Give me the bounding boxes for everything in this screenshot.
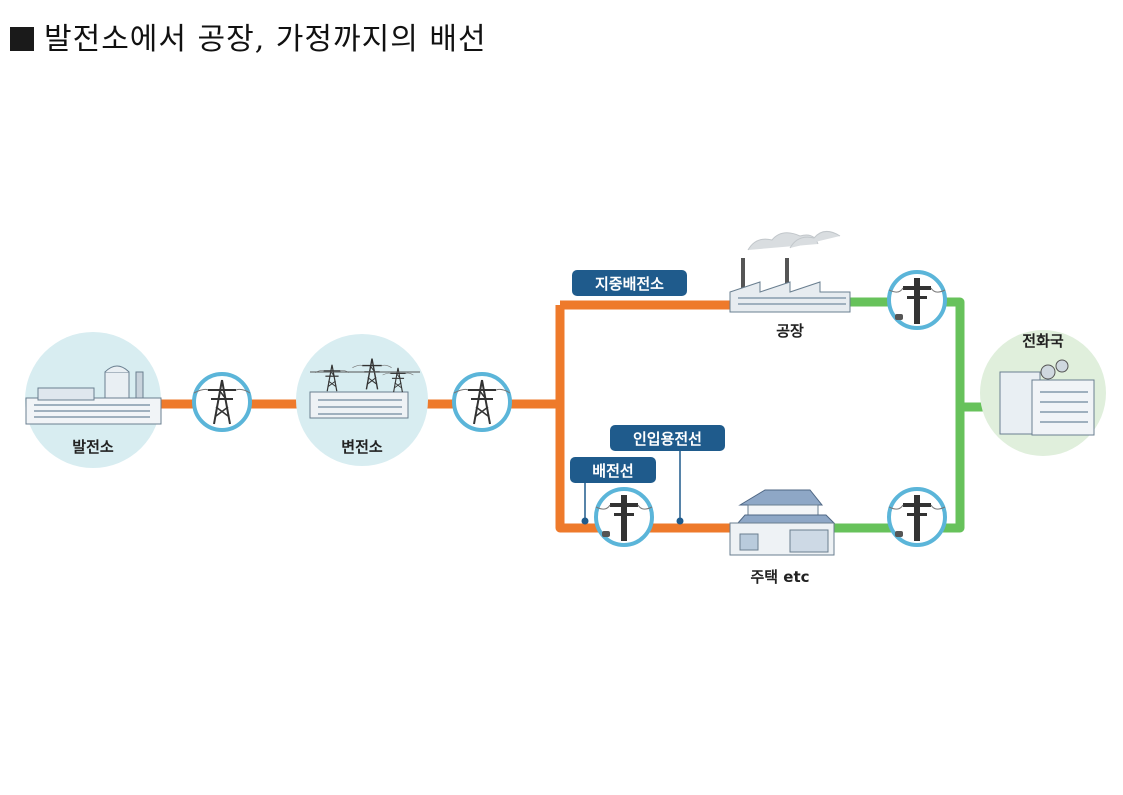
page-title: 발전소에서 공장, 가정까지의 배선 [10,14,487,58]
transmission-tower-1 [192,372,252,432]
wire-telecom-loop [825,297,965,533]
title-square-icon [10,27,34,51]
tag-distribution: 배전선 [570,457,656,525]
house-label: 주택 etc [750,568,809,586]
tag-service-line-text: 인입용전선 [633,430,702,448]
utility-pole-house [887,487,947,547]
factory-label: 공장 [776,322,804,340]
telecom-node: 전화국 [980,330,1106,456]
power-plant-node: 발전소 [25,332,162,468]
tag-underground-text: 지중배전소 [595,275,664,293]
tag-underground: 지중배전소 [572,270,687,296]
telecom-label: 전화국 [1022,332,1064,350]
substation-label: 변전소 [341,438,383,456]
house-node: 주택 etc [729,489,836,586]
factory-node: 공장 [729,231,851,340]
transmission-tower-2 [452,372,512,432]
utility-pole-factory [887,270,947,330]
utility-pole-distribution [594,487,654,547]
tag-distribution-text: 배전선 [592,462,633,480]
tag-service-line: 인입용전선 [610,425,725,525]
wire-to-house [555,305,745,533]
page-title-text: 발전소에서 공장, 가정까지의 배선 [44,22,487,57]
power-plant-label: 발전소 [72,438,114,456]
substation-node: 변전소 [296,334,428,466]
